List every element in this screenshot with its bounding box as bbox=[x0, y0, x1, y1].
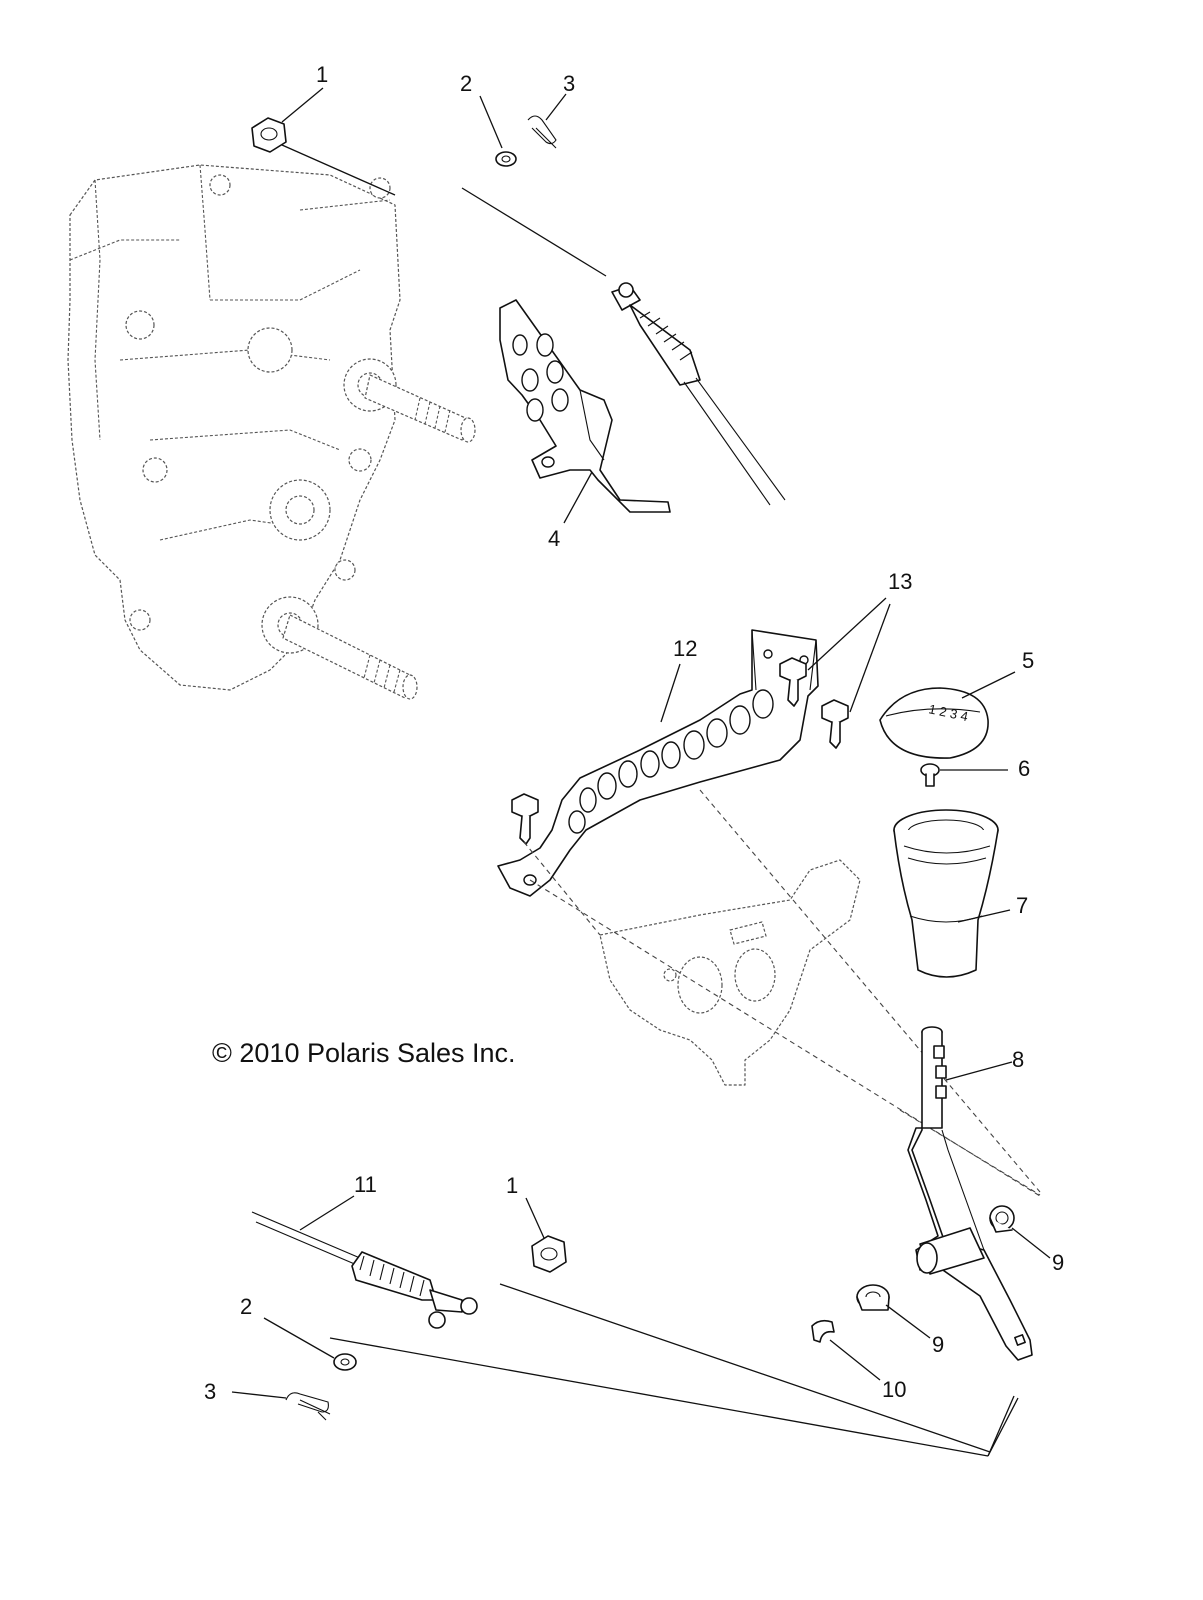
shift-cable-lower bbox=[251, 1211, 478, 1329]
callout-4: 4 bbox=[548, 526, 560, 551]
bolt-lower-left bbox=[511, 793, 539, 845]
callout-2-upper: 2 bbox=[460, 71, 472, 96]
cable-bracket bbox=[499, 299, 671, 513]
callout-10: 10 bbox=[882, 1377, 906, 1402]
hex-nut-lower bbox=[531, 1235, 567, 1273]
callout-11: 11 bbox=[354, 1172, 377, 1197]
mounting-plate-ghost bbox=[599, 859, 861, 1086]
shift-knob-cap: 1 2 3 4 bbox=[879, 687, 989, 759]
callout-2-lower: 2 bbox=[240, 1294, 252, 1319]
hairpin-clip-upper bbox=[527, 115, 557, 149]
knob-screw bbox=[920, 763, 940, 787]
callout-1-upper: 1 bbox=[316, 62, 328, 87]
bushing-lower bbox=[856, 1284, 890, 1311]
shift-knob-body bbox=[893, 809, 999, 978]
washer-lower bbox=[333, 1353, 357, 1371]
callout-8: 8 bbox=[1012, 1047, 1024, 1072]
hairpin-clip-lower bbox=[285, 1392, 331, 1421]
callout-3-upper: 3 bbox=[563, 71, 575, 96]
e-clip bbox=[811, 1319, 835, 1343]
callout-9-lower: 9 bbox=[932, 1332, 944, 1357]
shift-lever bbox=[907, 1026, 1033, 1361]
callout-7: 7 bbox=[1016, 893, 1028, 918]
callout-6: 6 bbox=[1018, 756, 1030, 781]
callout-13: 13 bbox=[888, 569, 912, 594]
copyright-notice: © 2010 Polaris Sales Inc. bbox=[212, 1038, 516, 1068]
hex-nut-upper bbox=[251, 117, 287, 153]
shift-bracket bbox=[497, 629, 819, 897]
output-shaft-lower bbox=[282, 614, 418, 700]
transmission-housing-ghost bbox=[67, 164, 401, 691]
callout-1-lower: 1 bbox=[506, 1173, 518, 1198]
callout-9-right: 9 bbox=[1052, 1250, 1064, 1275]
callout-5: 5 bbox=[1022, 648, 1034, 673]
callout-3-lower: 3 bbox=[204, 1379, 216, 1404]
washer-upper bbox=[495, 151, 517, 167]
output-shaft-upper bbox=[364, 374, 476, 443]
bushing-right bbox=[989, 1205, 1015, 1233]
bolt-upper-right bbox=[821, 699, 849, 749]
bolt-upper-left bbox=[779, 657, 807, 707]
shift-cable-upper bbox=[611, 282, 786, 506]
callout-12: 12 bbox=[673, 636, 697, 661]
